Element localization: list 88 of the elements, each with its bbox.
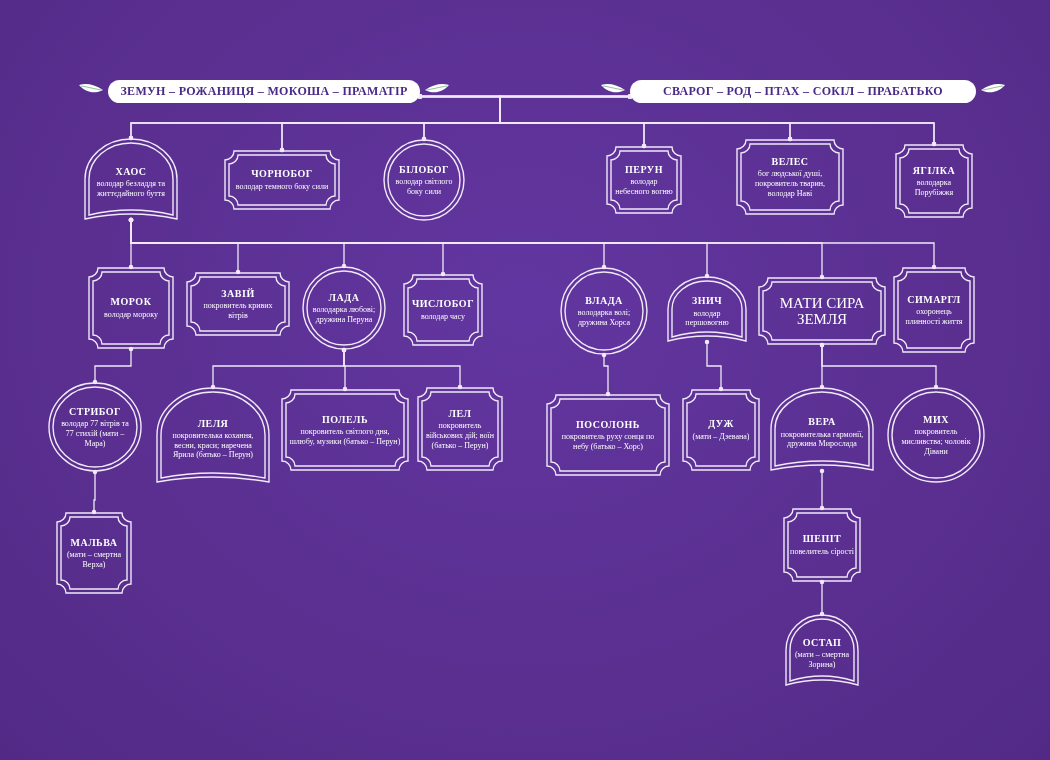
deity-description: володар мороку — [104, 309, 158, 320]
ornate-frame — [281, 389, 409, 471]
circle-frame — [302, 266, 386, 350]
ornate-frame — [417, 387, 503, 471]
deity-name: ЯГІЛКА — [912, 164, 956, 177]
deity-description: (мати – смертна Верха) — [65, 550, 123, 570]
deity-name: МОРОК — [110, 296, 152, 308]
ornate-frame — [895, 144, 973, 218]
connector-line — [819, 579, 825, 617]
deity-name: ВЛАДА — [585, 294, 623, 307]
circle-frame — [887, 387, 985, 483]
ornate-frame — [682, 389, 760, 471]
circle-frame — [560, 267, 648, 355]
banner-title: ЗЕМУН – РОЖАНИЦЯ – МОКОША – ПРАМАТІР — [120, 84, 408, 99]
ornate-frame — [606, 146, 682, 214]
deity-name: ЗНИЧ — [691, 295, 723, 307]
deity-name: ЧИСЛОБОГ — [412, 298, 474, 310]
deity-name: ХАОС — [115, 165, 147, 178]
deity-name: ПОСОЛОНЬ — [576, 418, 640, 431]
deity-name: ЗАВІЙ — [221, 287, 255, 300]
deity-name: ЛЕЛЯ — [197, 417, 229, 430]
title-banner — [630, 80, 976, 103]
deity-description: покровителька гармонії, дружина Мирослада — [779, 429, 865, 449]
deity-description: охоронець плинності життя — [904, 307, 964, 327]
connector-line — [704, 339, 724, 392]
deity-description: покровитель військових дій; воїн (батько – Перун) — [424, 421, 495, 451]
deity-description: володар часу — [421, 311, 465, 322]
deity-description: повелитель сірості — [790, 546, 854, 557]
deity-description: (мати – Дзевана) — [692, 431, 750, 442]
deity-description: володар безладдя та життєдайного буття — [95, 179, 167, 199]
deity-description: покровитель руху сонця по небу (батько – Хорс) — [560, 432, 656, 452]
deity-name: ЛЕЛ — [448, 407, 472, 420]
deity-name: МАТИ СИРА ЗЕМЛЯ — [778, 294, 866, 328]
connector-line — [819, 468, 825, 511]
arch-frame — [84, 138, 178, 220]
circle-frame — [383, 139, 465, 221]
ornate-frame — [403, 274, 483, 346]
deity-name: ЧОРНОБОГ — [251, 168, 313, 180]
ornate-frame — [224, 150, 340, 210]
deity-description: володар 77 вітрів та 77 стихій (мати – Мара) — [60, 419, 130, 449]
ornate-frame — [893, 267, 975, 353]
deity-name: МАЛЬВА — [70, 536, 118, 549]
ornate-frame — [783, 508, 861, 582]
deity-name: ЛАДА — [328, 291, 360, 304]
deity-description: володарка волі; дружина Хорса — [576, 308, 632, 328]
ornate-frame — [546, 394, 670, 476]
circle-frame — [48, 382, 142, 472]
deity-description: володарка любові; дружина Перуна — [311, 305, 377, 325]
arch-frame — [785, 614, 859, 686]
deity-name: ДУЖ — [708, 418, 734, 430]
arch-frame — [770, 387, 874, 471]
ornate-frame — [56, 512, 132, 594]
connector-line — [819, 342, 939, 390]
ornate-frame — [186, 272, 290, 336]
deity-description: володар темного боку сили — [235, 181, 329, 192]
deity-name: ШЕПІТ — [802, 533, 842, 545]
deity-description: покровитель мисливства; чоловік Дівани — [900, 427, 972, 457]
arch-frame — [667, 276, 747, 342]
arch-frame — [156, 387, 270, 483]
deity-name: СИМАРГЛ — [907, 293, 961, 306]
deity-name: ПЕРУН — [625, 163, 663, 176]
deity-name: БІЛОБОГ — [399, 163, 449, 176]
connector-line — [341, 347, 463, 390]
connector-line — [92, 346, 134, 385]
deity-description: володар світлого боку сили — [394, 177, 454, 197]
deity-description: покровитель світлого дня, шлюбу, музики (батько – Перун) — [288, 427, 402, 447]
deity-description: володарка Порубіжжя — [913, 178, 955, 198]
ornate-frame — [758, 277, 886, 345]
connector-line — [128, 217, 937, 270]
connector-line — [499, 94, 937, 147]
deity-description: володар небесного вогню — [614, 177, 674, 197]
title-banner — [108, 80, 420, 103]
deity-description: бог людської душі, покровитель тварин, володар Наві — [753, 169, 827, 199]
connector-line — [601, 352, 611, 397]
deity-name: ПОЛЕЛЬ — [321, 413, 369, 426]
deity-description: володар першовогню — [684, 308, 730, 328]
deity-description: (мати – смертна Зорина) — [793, 650, 851, 670]
deity-name: ВЕЛЕС — [771, 155, 809, 168]
deity-description: покровителька кохання, весни, краси; наречена Ярила (батько – Перун) — [171, 431, 255, 460]
banner-title: СВАРОГ – РОД – ПТАХ – СОКІЛ – ПРАБАТЬКО — [663, 84, 943, 99]
deity-name: СТРИБОГ — [69, 405, 121, 418]
deity-name: ОСТАП — [802, 636, 842, 649]
deity-name: МИХ — [923, 413, 949, 426]
deity-description: покровитель кривих вітрів — [202, 301, 274, 321]
connector-line — [91, 469, 98, 515]
deity-name: ВЕРА — [808, 416, 836, 428]
ornate-frame — [88, 267, 174, 349]
ornate-frame — [736, 139, 844, 215]
